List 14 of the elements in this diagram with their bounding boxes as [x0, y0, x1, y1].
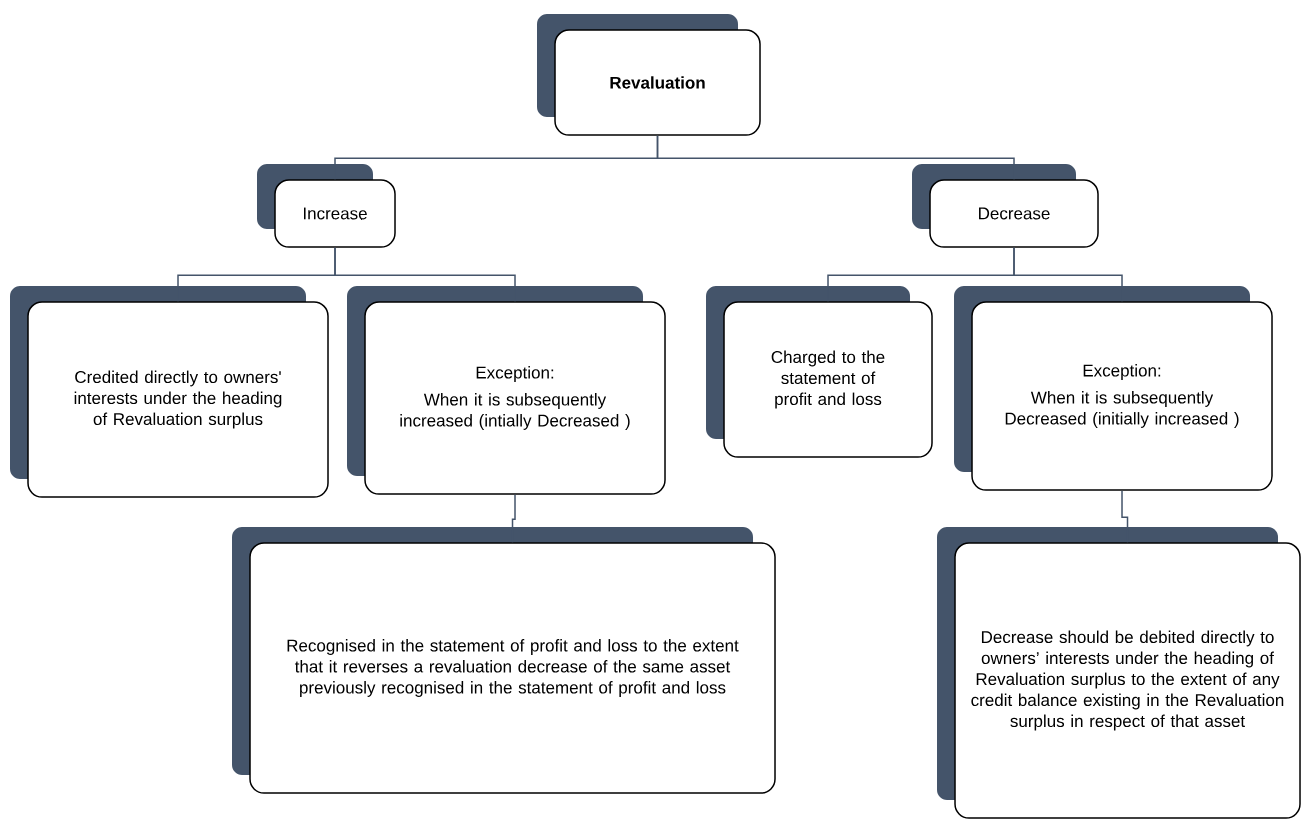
- process-box: Credited directly to owners' interests under the heading of Revaluation surplus: [10, 286, 329, 498]
- process-box: Revaluation: [537, 14, 761, 136]
- connector-line: [334, 247, 516, 302]
- process-box: Increase: [257, 164, 396, 248]
- connector-line: [656, 135, 1015, 180]
- process-box: Decrease should be debited directly to owners’ interests under the heading of Revaluation surplus to the extent of any credit balance existing in the Revaluation surplus in respect of that asset: [937, 527, 1301, 819]
- process-box: Recognised in the statement of profit and loss to the extent that it reverses a revaluation decrease of the same asset previously recognised in the statement of profit and loss: [232, 527, 776, 794]
- connector-line: [1121, 490, 1129, 543]
- connector-line: [1013, 247, 1123, 302]
- process-box: Charged to the statement of profit and loss: [706, 286, 933, 458]
- connector-line: [511, 494, 516, 543]
- process-box: Exception: When it is subsequently Decreased (initially increased ): [954, 286, 1273, 491]
- process-box: Decrease: [912, 164, 1099, 248]
- process-box: Exception: When it is subsequently increased (intially Decreased ): [347, 286, 666, 495]
